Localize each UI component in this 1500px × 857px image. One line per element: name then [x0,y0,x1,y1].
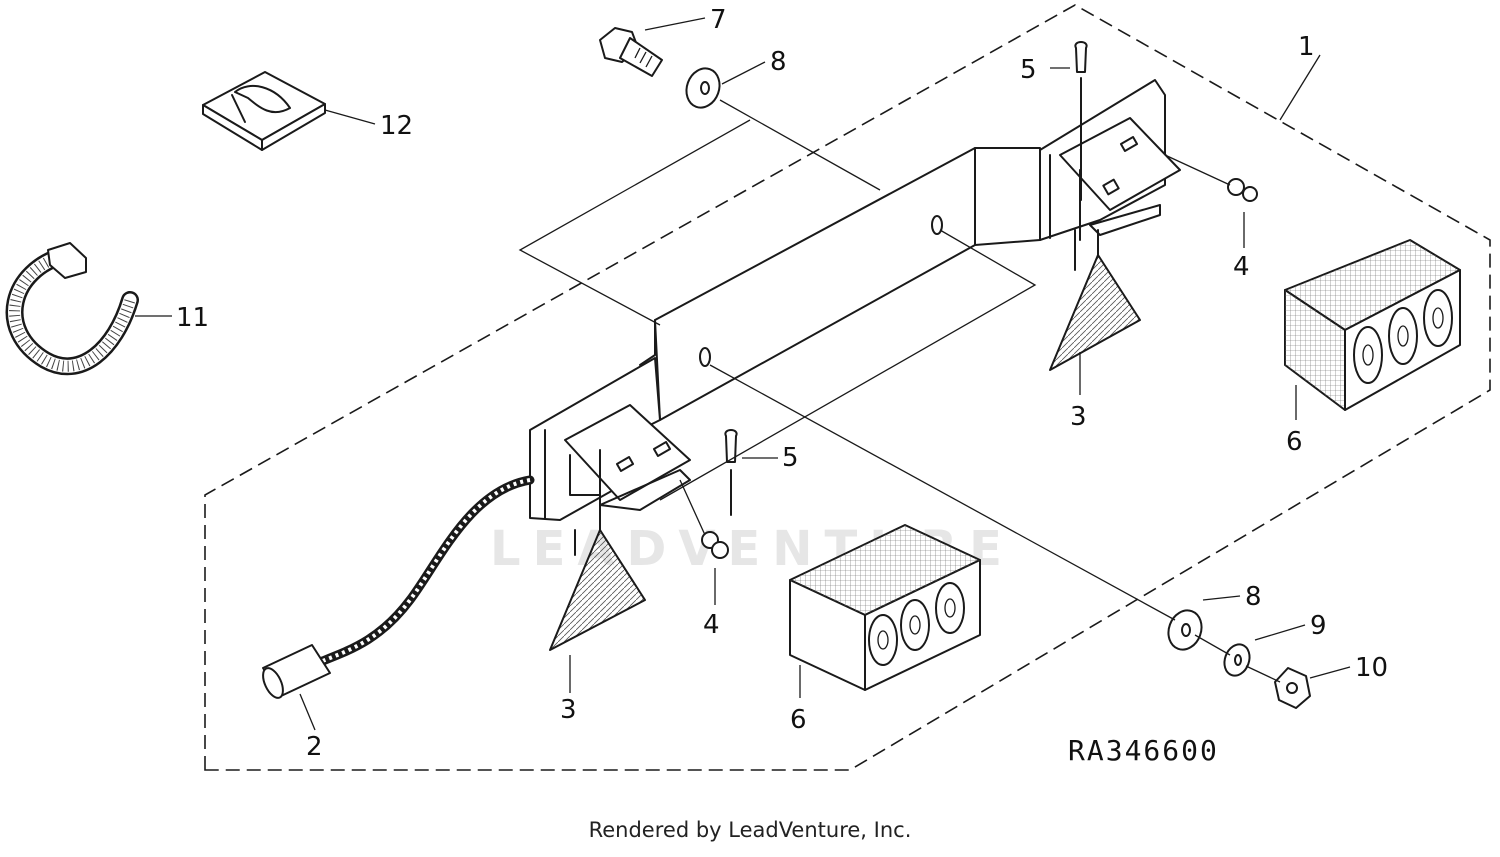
callout-8-bottom: 8 [1245,582,1262,612]
socket-right [1227,178,1258,202]
washer-top [685,67,721,109]
callout-4-left: 4 [703,610,720,640]
callout-11: 11 [176,303,209,333]
wiring-harness [262,475,535,699]
callout-9: 9 [1310,611,1327,641]
callout-4-right: 4 [1233,252,1250,282]
callout-10: 10 [1355,653,1388,683]
lamp-housing-right [1284,239,1461,411]
callout-12: 12 [380,111,413,141]
callout-8-top: 8 [770,47,787,77]
reflector-right [1049,229,1141,371]
footer-credit: Rendered by LeadVenture, Inc. [588,818,912,842]
callout-3-left: 3 [560,695,577,725]
callout-1: 1 [1298,32,1315,62]
callout-6-left: 6 [790,705,807,735]
callout-7: 7 [710,5,727,35]
washer-bottom [1167,609,1203,651]
assembly-outline [204,4,1491,771]
right-bracket [1039,79,1181,241]
mounting-bar [639,147,1041,421]
bulb-top [1074,41,1088,201]
lamp-housing-left [789,524,981,691]
left-bracket [529,357,691,521]
hex-nut [1274,667,1311,709]
callout-5-top: 5 [1020,55,1037,85]
reflector-left [549,509,646,651]
callout-6-right: 6 [1286,427,1303,457]
callout-3-right: 3 [1070,402,1087,432]
callout-5-bottom: 5 [782,443,799,473]
leader-lines [135,17,1351,731]
socket-left [701,531,729,559]
reference-code: RA346600 [1068,734,1219,767]
cable-tie [5,242,139,376]
callout-2: 2 [306,732,323,762]
cable-clip [202,71,326,151]
bolt [599,27,663,77]
bulb-bottom [724,429,738,516]
lock-washer [1223,643,1251,677]
